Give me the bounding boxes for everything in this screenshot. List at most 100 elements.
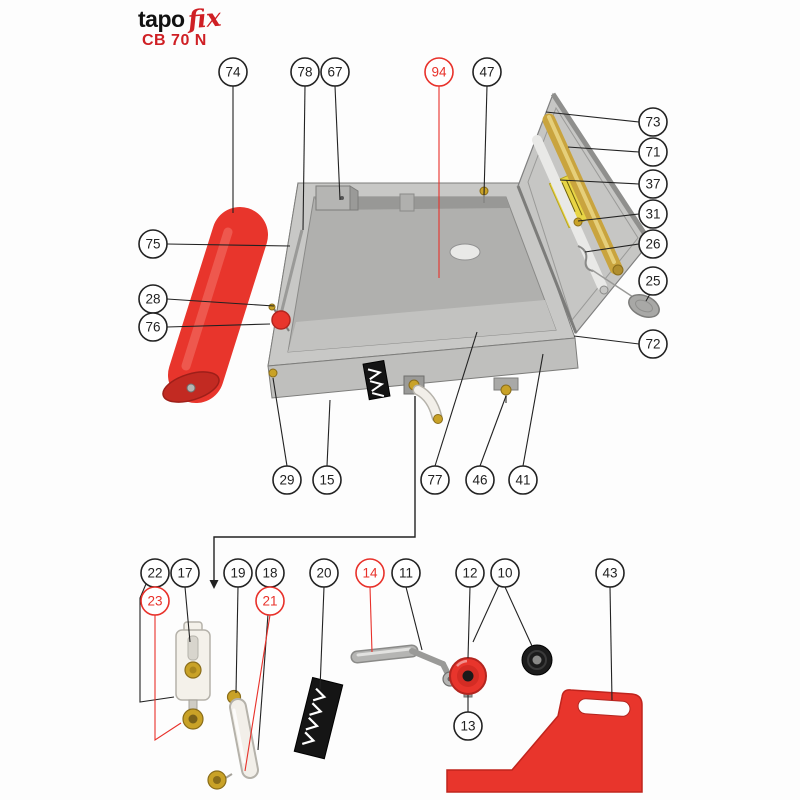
back-bracket: [399, 193, 415, 212]
callout-circle-14: [355, 558, 385, 588]
callout-73: 73: [638, 107, 668, 137]
front-crank-assembly: [362, 359, 443, 424]
leader-line-20: [319, 586, 325, 690]
clamp-bracket-part: [175, 621, 211, 701]
callout-21: 21: [255, 586, 285, 616]
callout-15: 15: [312, 465, 342, 495]
leader-line-17: [184, 586, 191, 643]
machine-lid: [516, 92, 660, 335]
callout-number-67: 67: [327, 65, 342, 80]
drive-housing: [315, 185, 351, 211]
callout-circle-15: [312, 465, 342, 495]
callout-number-23: 23: [147, 594, 162, 609]
callout-circle-78: [290, 57, 320, 87]
leader-line-77: [434, 331, 478, 467]
callout-number-18: 18: [262, 566, 277, 581]
callout-26: 26: [638, 229, 668, 259]
handle-lever-part: [207, 689, 259, 790]
callout-number-94: 94: [431, 65, 447, 80]
callout-number-78: 78: [297, 65, 312, 80]
leader-line-10-1: [472, 584, 500, 643]
leader-line-75: [166, 243, 291, 247]
callout-number-19: 19: [230, 566, 245, 581]
callout-circle-13: [453, 711, 483, 741]
callout-number-71: 71: [645, 145, 660, 160]
callout-number-26: 26: [645, 237, 660, 252]
leader-line-46: [479, 395, 507, 467]
callout-number-46: 46: [472, 473, 487, 488]
paste-machine-illustration: [162, 92, 660, 424]
leader-line-19: [235, 586, 239, 694]
leader-line-21: [244, 614, 271, 772]
leader-line-37: [559, 179, 640, 185]
crank-handle-part: [350, 644, 458, 687]
clamp-screw: [500, 384, 512, 396]
callout-circle-75: [138, 229, 168, 259]
callout-10: 10: [490, 558, 520, 588]
callout-number-12: 12: [462, 566, 477, 581]
leader-line-11: [405, 586, 423, 651]
callout-circle-72: [638, 329, 668, 359]
callout-circle-37: [638, 169, 668, 199]
callout-circle-76: [138, 312, 168, 342]
exploded-detail-parts: [175, 621, 643, 793]
callout-43: 43: [595, 558, 625, 588]
callout-number-28: 28: [145, 292, 160, 307]
callout-number-29: 29: [279, 473, 294, 488]
detail-connector-arrowhead: [209, 580, 219, 589]
callout-37: 37: [638, 169, 668, 199]
callout-number-20: 20: [316, 566, 331, 581]
leader-line-22: [139, 583, 175, 703]
callout-11: 11: [391, 558, 421, 588]
callout-number-47: 47: [479, 65, 494, 80]
callout-number-17: 17: [177, 566, 192, 581]
callout-number-11: 11: [399, 566, 413, 581]
callout-17: 17: [170, 558, 200, 588]
leader-line-76: [166, 323, 271, 328]
callout-number-22: 22: [147, 566, 162, 581]
callout-circle-11: [391, 558, 421, 588]
leader-line-28: [166, 298, 275, 307]
rubber-washer-part: [521, 644, 553, 676]
leader-line-43: [609, 586, 613, 701]
leader-line-71: [567, 146, 640, 153]
callout-number-13: 13: [460, 719, 475, 734]
callout-72: 72: [638, 329, 668, 359]
callout-74: 74: [218, 57, 248, 87]
callout-circle-29: [272, 465, 302, 495]
lid-hinge: [516, 185, 578, 334]
callout-circle-94: [424, 57, 454, 87]
callout-25: 25: [638, 266, 668, 296]
logo-script-text: fix: [186, 2, 222, 35]
leader-line-14: [369, 586, 373, 653]
callout-number-43: 43: [602, 566, 617, 581]
callout-circle-46: [465, 465, 495, 495]
callout-circle-41: [508, 465, 538, 495]
retainer-hook: [577, 245, 594, 272]
ratchet-pattern-part: [293, 676, 344, 760]
callout-18: 18: [255, 558, 285, 588]
paste-tray-body: [267, 182, 579, 403]
callout-circle-74: [218, 57, 248, 87]
callout-circle-43: [595, 558, 625, 588]
callout-number-77: 77: [427, 473, 442, 488]
callout-number-74: 74: [225, 65, 241, 80]
callout-28: 28: [138, 284, 168, 314]
callout-circle-20: [309, 558, 339, 588]
red-knob-part: [449, 657, 487, 698]
callout-20: 20: [309, 558, 339, 588]
red-knob-ball: [271, 310, 291, 330]
leader-line-23: [154, 615, 182, 742]
guide-rod-and-knob: [268, 229, 304, 332]
leader-line-15: [326, 399, 331, 467]
red-bracket-part: [446, 689, 643, 793]
callout-circle-12: [455, 558, 485, 588]
callout-75: 75: [138, 229, 168, 259]
callout-number-21: 21: [262, 594, 277, 609]
corner-screw: [268, 368, 278, 378]
callout-circle-77: [420, 465, 450, 495]
leader-line-10: [504, 586, 533, 647]
